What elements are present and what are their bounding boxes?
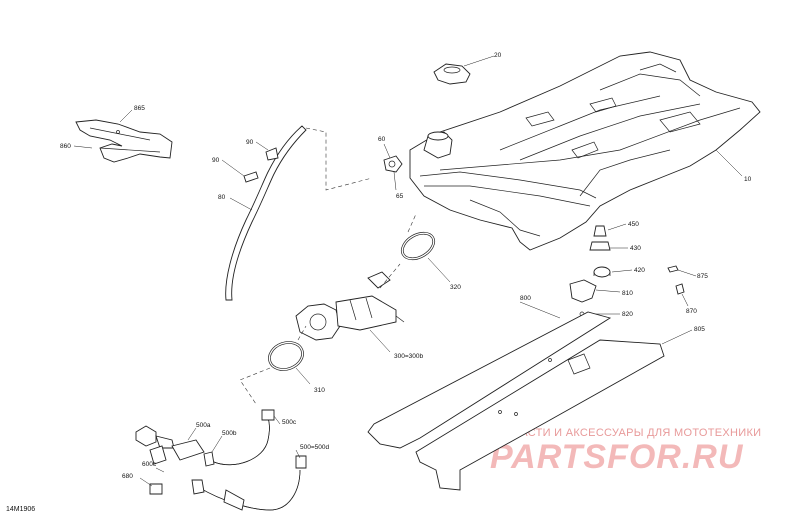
callout-600c: 600c — [142, 461, 157, 468]
callout-65: 65 — [396, 193, 404, 200]
watermark-brand: PARTSFOR.RU — [490, 438, 744, 476]
strap-part — [569, 279, 597, 317]
callout-865: 865 — [134, 105, 145, 112]
pump-o-ring-part — [268, 341, 304, 371]
callout-310: 310 — [314, 387, 325, 394]
callout-300: 300=300b — [394, 353, 423, 360]
callout-875: 875 — [697, 273, 708, 280]
callout-430: 430 — [630, 245, 641, 252]
pin-part — [667, 265, 679, 273]
fuel-pump-part — [295, 271, 405, 341]
callout-810: 810 — [622, 290, 633, 297]
callout-420: 420 — [634, 267, 645, 274]
vent-fitting-part — [383, 155, 403, 173]
callout-20: 20 — [494, 52, 502, 59]
callout-90-upper: 90 — [246, 139, 254, 146]
tank-mount-parts — [589, 225, 611, 278]
callout-500c: 500c — [282, 419, 297, 426]
watermark-caption: ЗАПЧАСТИ И АКСЕССУАРЫ ДЛЯ МОТОТЕХНИКИ — [490, 427, 761, 439]
drawing-code: 14M1906 — [6, 506, 35, 513]
callout-500d: 500=500d — [300, 444, 329, 451]
watermark: ЗАПЧАСТИ И АКСЕССУАРЫ ДЛЯ МОТОТЕХНИКИ PA… — [490, 427, 761, 476]
tank-o-ring-part — [400, 231, 436, 261]
callout-500b: 500b — [222, 430, 237, 437]
callout-60: 60 — [378, 136, 386, 143]
callout-450: 450 — [628, 221, 639, 228]
callout-870: 870 — [686, 308, 697, 315]
vent-hose-part — [225, 125, 307, 301]
callout-500a: 500a — [196, 422, 211, 429]
skid-plate-part — [367, 311, 665, 491]
callout-800: 800 — [520, 295, 531, 302]
callout-805: 805 — [694, 326, 705, 333]
fuel-tank-part — [409, 51, 761, 251]
callout-10: 10 — [744, 176, 752, 183]
callout-90-lower: 90 — [212, 157, 220, 164]
fuel-line-parts — [135, 409, 307, 511]
callout-820: 820 — [622, 311, 633, 318]
fuel-cap-part — [433, 63, 471, 85]
callout-80: 80 — [218, 194, 226, 201]
callout-860: 860 — [60, 143, 71, 150]
heat-shield-part — [75, 119, 173, 163]
callout-320: 320 — [450, 284, 461, 291]
callout-680: 680 — [122, 473, 133, 480]
